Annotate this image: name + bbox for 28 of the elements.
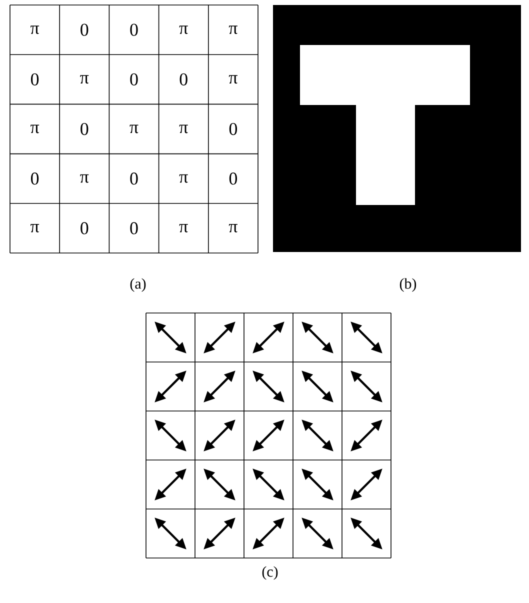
cell-value: 0 [31, 172, 39, 185]
cell-value: 0 [180, 73, 188, 86]
panel-caption: (a) [130, 278, 146, 292]
cell-value: π [228, 224, 238, 232]
panel-caption: (c) [262, 566, 278, 580]
cell-value: π [30, 124, 40, 134]
cell-value: π [179, 224, 188, 232]
cell-value: π [179, 124, 188, 134]
cell-value: π [179, 174, 188, 183]
cell-value: 0 [80, 24, 88, 36]
cell-value: 0 [31, 73, 39, 86]
cell-value: 0 [229, 122, 237, 136]
cell-value: 0 [130, 24, 138, 36]
cell-value: π [179, 26, 188, 34]
cell-value: 0 [130, 222, 138, 234]
cell-value: 0 [80, 222, 88, 234]
cell-value: 0 [80, 122, 88, 136]
cell-value: π [30, 224, 40, 232]
cell-value: π [228, 26, 238, 34]
panel-caption: (b) [400, 278, 416, 292]
cell-value: π [80, 174, 89, 183]
cell-value: 0 [130, 73, 138, 86]
cell-value: π [130, 124, 138, 134]
cell-value: 0 [130, 172, 138, 185]
cell-value: 0 [229, 172, 237, 185]
cell-value: π [228, 75, 238, 84]
cell-value: π [30, 26, 40, 34]
cell-value: π [80, 75, 89, 84]
